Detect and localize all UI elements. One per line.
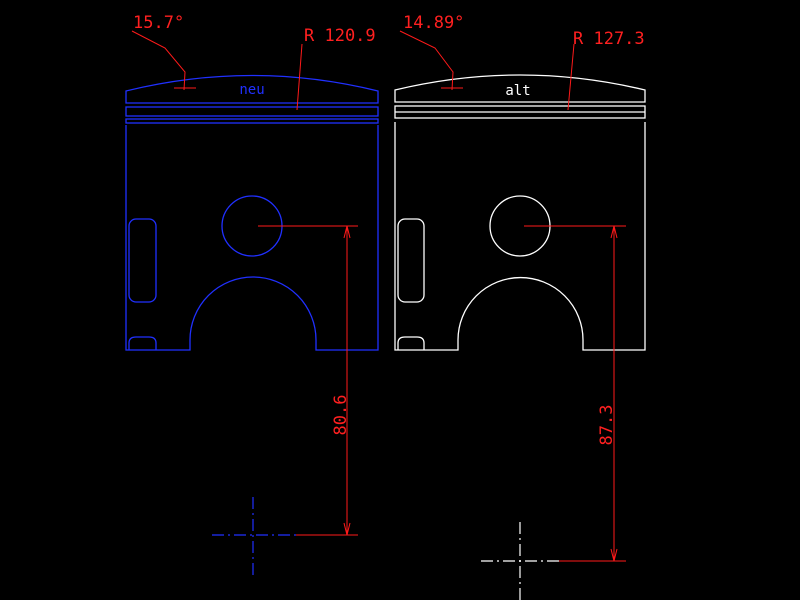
piston-new bbox=[125, 74, 379, 351]
angle-leader-old bbox=[399, 30, 454, 91]
radius-value-old: R 127.3 bbox=[573, 29, 645, 49]
piston-new-dimensions bbox=[131, 30, 358, 536]
height-value-new: 80.6 bbox=[331, 395, 351, 436]
piston-new-ring-land-2 bbox=[125, 118, 379, 124]
radius-value-new: R 120.9 bbox=[304, 26, 376, 46]
arrow-bottom-new bbox=[343, 522, 351, 536]
piston-old-window-slot bbox=[397, 218, 425, 303]
angle-leader-new bbox=[131, 30, 186, 91]
piston-new-crown bbox=[125, 74, 379, 104]
piston-old-dimensions bbox=[399, 30, 626, 562]
piston-new-label: neu bbox=[239, 82, 264, 98]
piston-old-label: alt bbox=[505, 83, 530, 99]
center-mark-new bbox=[212, 497, 296, 577]
arrow-top-new bbox=[343, 225, 351, 239]
piston-old bbox=[394, 74, 646, 351]
radius-leader-old bbox=[567, 43, 575, 111]
piston-new-window-slot bbox=[128, 218, 157, 303]
arrow-bottom-old bbox=[610, 548, 618, 562]
piston-old-lower-relief bbox=[397, 336, 425, 350]
radius-leader-new bbox=[296, 43, 303, 111]
piston-old-skirt bbox=[394, 122, 646, 351]
angle-value-new: 15.7° bbox=[133, 13, 184, 33]
piston-new-lower-relief bbox=[128, 336, 157, 350]
piston-old-crown bbox=[394, 74, 646, 103]
center-mark-old bbox=[481, 522, 560, 600]
height-value-old: 87.3 bbox=[597, 405, 617, 446]
arrow-top-old bbox=[610, 225, 618, 239]
piston-new-ring-land-1 bbox=[125, 106, 379, 117]
angle-value-old: 14.89° bbox=[403, 13, 464, 33]
piston-new-skirt bbox=[125, 125, 379, 351]
